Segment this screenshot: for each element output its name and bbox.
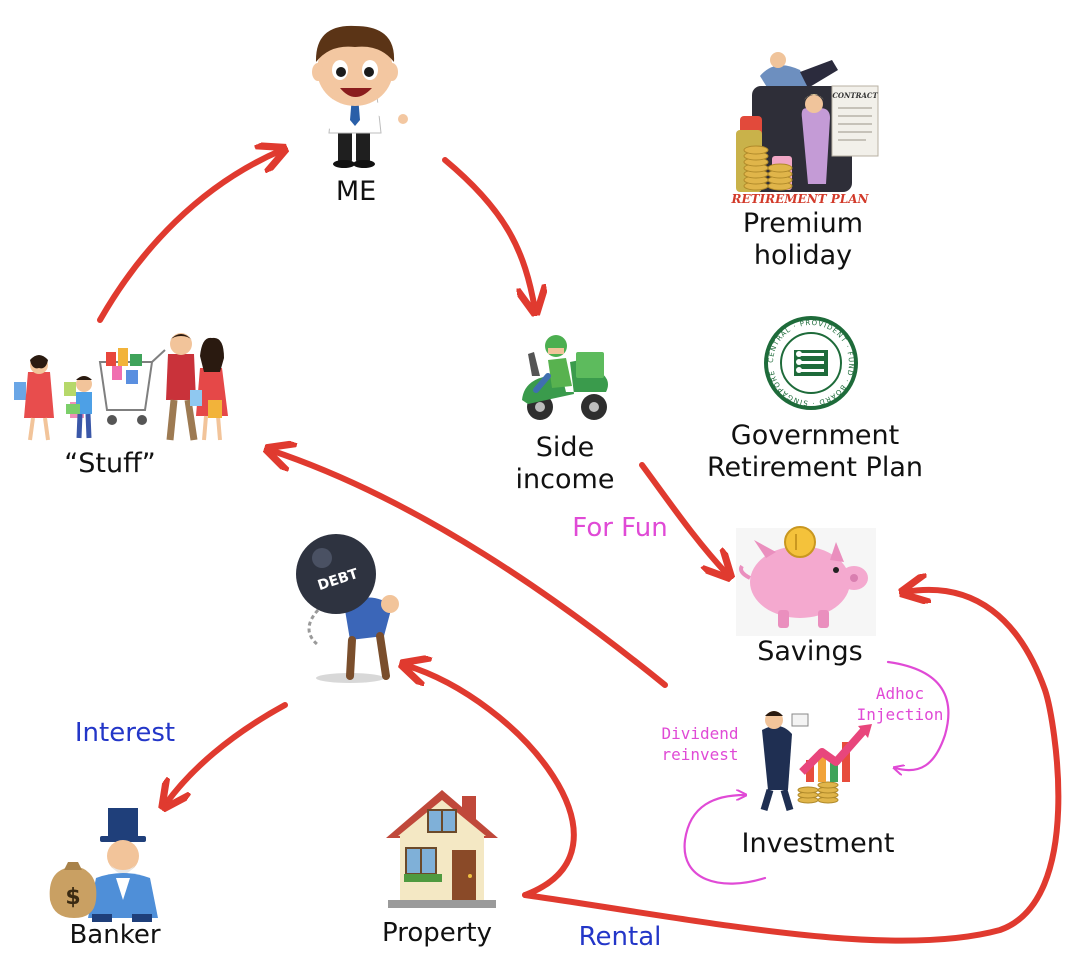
banker-icon: $ [49, 808, 158, 922]
retirement-plan-illustration-icon: CONTRACT RETIREMENT PLAN [730, 52, 879, 206]
arrow-investment-to-stuff [270, 450, 668, 688]
node-label-government-plan: Government Retirement Plan [707, 420, 923, 484]
annotation-for-fun: For Fun [572, 513, 668, 543]
piggy-bank-icon [736, 526, 876, 636]
node-label-property: Property [381, 918, 493, 948]
node-label-me: ME [335, 176, 377, 207]
loop-adhoc-injection [886, 660, 950, 770]
retirement-plan-badge: RETIREMENT PLAN [730, 192, 869, 206]
annotation-adhoc-injection: Adhoc Injection [856, 684, 944, 724]
node-label-stuff: “Stuff” [64, 448, 156, 479]
annotation-rental: Rental [578, 922, 662, 952]
node-label-investment: Investment [741, 828, 895, 859]
annotation-dividend-reinvest: Dividend reinvest [661, 724, 739, 764]
shopping-family-icon [14, 333, 228, 441]
provident-fund-seal-icon: CENTRAL · PROVIDENT · FUND · BOARD · SIN… [764, 316, 858, 410]
node-label-premium-holiday: Premium holiday [742, 208, 864, 272]
arrow-side-income-to-savings [639, 462, 728, 575]
house-icon [386, 790, 498, 908]
me-person-icon [312, 25, 408, 168]
debt-burden-icon: DEBT [296, 534, 399, 683]
annotation-interest: Interest [74, 718, 176, 748]
scooter-rider-icon [522, 335, 608, 420]
arrow-debt-to-banker [165, 702, 288, 805]
node-label-side-income: Side income [515, 432, 615, 496]
investment-icon [760, 711, 872, 812]
svg-text:$: $ [65, 885, 80, 910]
arrow-property-to-debt [405, 665, 577, 898]
contract-badge: CONTRACT [832, 91, 878, 100]
arrow-stuff-to-me [97, 150, 282, 323]
loop-dividend-reinvest [683, 795, 767, 885]
node-label-banker: Banker [69, 920, 161, 950]
node-label-savings: Savings [757, 636, 863, 667]
arrow-rental-to-savings [522, 590, 1062, 944]
arrow-me-to-side-income [442, 157, 535, 310]
